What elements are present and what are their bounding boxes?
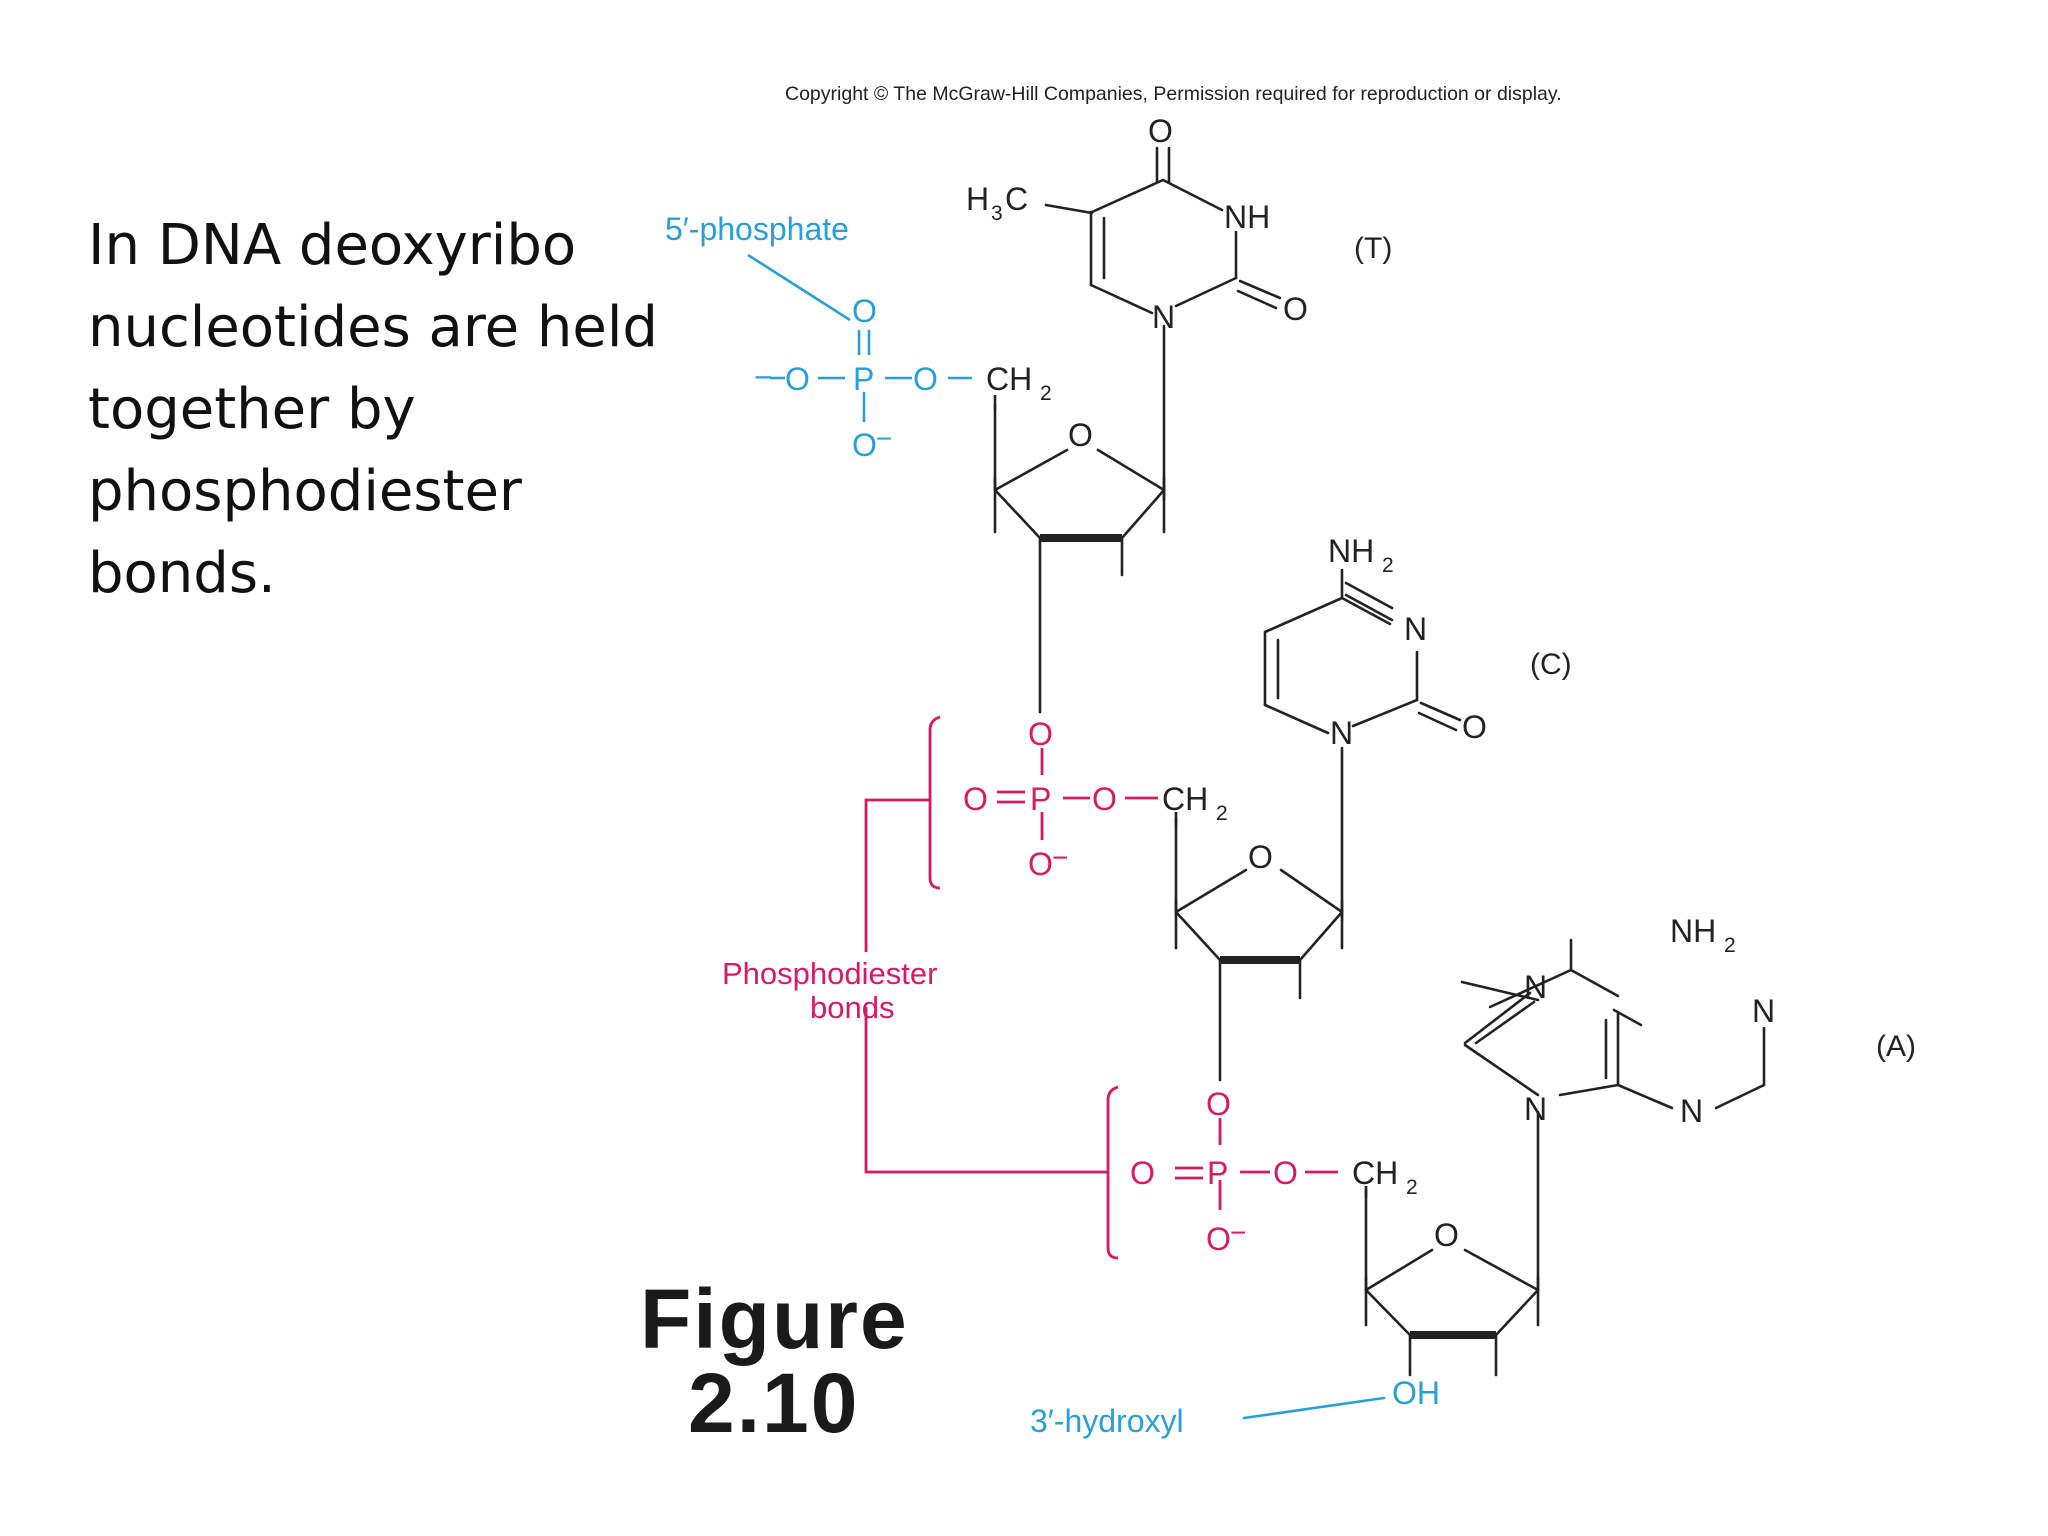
ch2-1: CH	[986, 361, 1032, 397]
thymine-nh: NH	[1224, 199, 1270, 235]
thymine-c2-o: O	[1283, 291, 1308, 327]
adenine-nh2-sub: 2	[1724, 934, 1736, 957]
structure-bonds	[993, 146, 1766, 1420]
caption-line-2: nucleotides are held	[88, 295, 658, 360]
cytosine-n3: N	[1404, 611, 1427, 647]
caption-line-4: phosphodiester	[88, 459, 522, 524]
thymine-methyl-h: H	[966, 181, 989, 217]
thymine-methyl-c: C	[1005, 181, 1028, 217]
caption-line-1: In DNA deoxyribo	[88, 213, 577, 278]
five-prime-o-minus-left: −	[754, 359, 773, 395]
five-prime-p: P	[853, 361, 874, 397]
cytosine-nh2: NH	[1328, 533, 1374, 569]
sugar-3-ring-o: O	[1434, 1217, 1459, 1253]
ch2-2-sub: 2	[1216, 802, 1228, 825]
cytosine-n1: N	[1330, 715, 1353, 751]
five-prime-o-bottom: O	[852, 427, 877, 463]
base-label-t: (T)	[1354, 232, 1392, 265]
adenine-n3: N	[1680, 1093, 1703, 1129]
five-prime-label: 5′-phosphate	[665, 211, 849, 247]
pd2-o-top: O	[1206, 1086, 1231, 1122]
adenine-n7: N	[1524, 969, 1547, 1005]
base-label-a: (A)	[1876, 1030, 1916, 1063]
base-label-c: (C)	[1530, 648, 1572, 681]
cytosine-c2-o: O	[1462, 709, 1487, 745]
phosphodiester-label-line-1: Phosphodiester	[722, 956, 937, 991]
caption-line-5: bonds.	[88, 541, 276, 606]
pd2-o-bottom-minus: −	[1230, 1217, 1246, 1248]
slide-caption: In DNA deoxyribo nucleotides are held to…	[88, 205, 678, 615]
five-prime-o-bottom-minus: −	[876, 423, 892, 454]
five-prime-o-left: O	[785, 361, 810, 397]
thymine-methyl-3: 3	[991, 202, 1003, 225]
ch2-1-sub: 2	[1040, 382, 1052, 405]
figure-label: Figure	[640, 1272, 909, 1366]
pd1-o-bottom: O	[1028, 846, 1053, 882]
pd1-p: P	[1030, 781, 1051, 817]
pd2-p: P	[1207, 1155, 1228, 1191]
pd2-o-double: O	[1130, 1155, 1155, 1191]
figure-number: 2.10	[688, 1356, 860, 1450]
pd1-o-double: O	[963, 781, 988, 817]
ch2-2: CH	[1162, 781, 1208, 817]
pd1-o-top: O	[1028, 716, 1053, 752]
five-prime-o-right: O	[913, 361, 938, 397]
thymine-n1: N	[1152, 299, 1175, 335]
five-prime-phosphate-bonds	[747, 253, 972, 422]
five-prime-o-top: O	[852, 293, 877, 329]
pd2-o-bottom: O	[1206, 1221, 1231, 1257]
three-prime-oh: OH	[1392, 1375, 1440, 1411]
thymine-carbonyl-o: O	[1148, 113, 1173, 149]
three-prime-label: 3′-hydroxyl	[1030, 1403, 1184, 1439]
caption-line-3: together by	[88, 377, 416, 442]
pd2-o-right: O	[1273, 1155, 1298, 1191]
ch2-3-sub: 2	[1406, 1176, 1418, 1199]
phosphodiester-label-line-2: bonds	[810, 990, 894, 1025]
copyright-notice: Copyright © The McGraw-Hill Companies, P…	[785, 83, 1562, 105]
sugar-1-ring-o: O	[1068, 417, 1093, 453]
adenine-n9: N	[1524, 1091, 1547, 1127]
sugar-2-ring-o: O	[1248, 839, 1273, 875]
adenine-nh2: NH	[1670, 913, 1716, 949]
ch2-3: CH	[1352, 1155, 1398, 1191]
cytosine-nh2-sub: 2	[1382, 554, 1394, 577]
pd1-o-right: O	[1092, 781, 1117, 817]
sugar-front-edges	[1040, 534, 1496, 1339]
pd1-o-bottom-minus: −	[1052, 842, 1068, 873]
phosphodiester-bonds	[864, 715, 1338, 1260]
adenine-n1: N	[1752, 993, 1775, 1029]
